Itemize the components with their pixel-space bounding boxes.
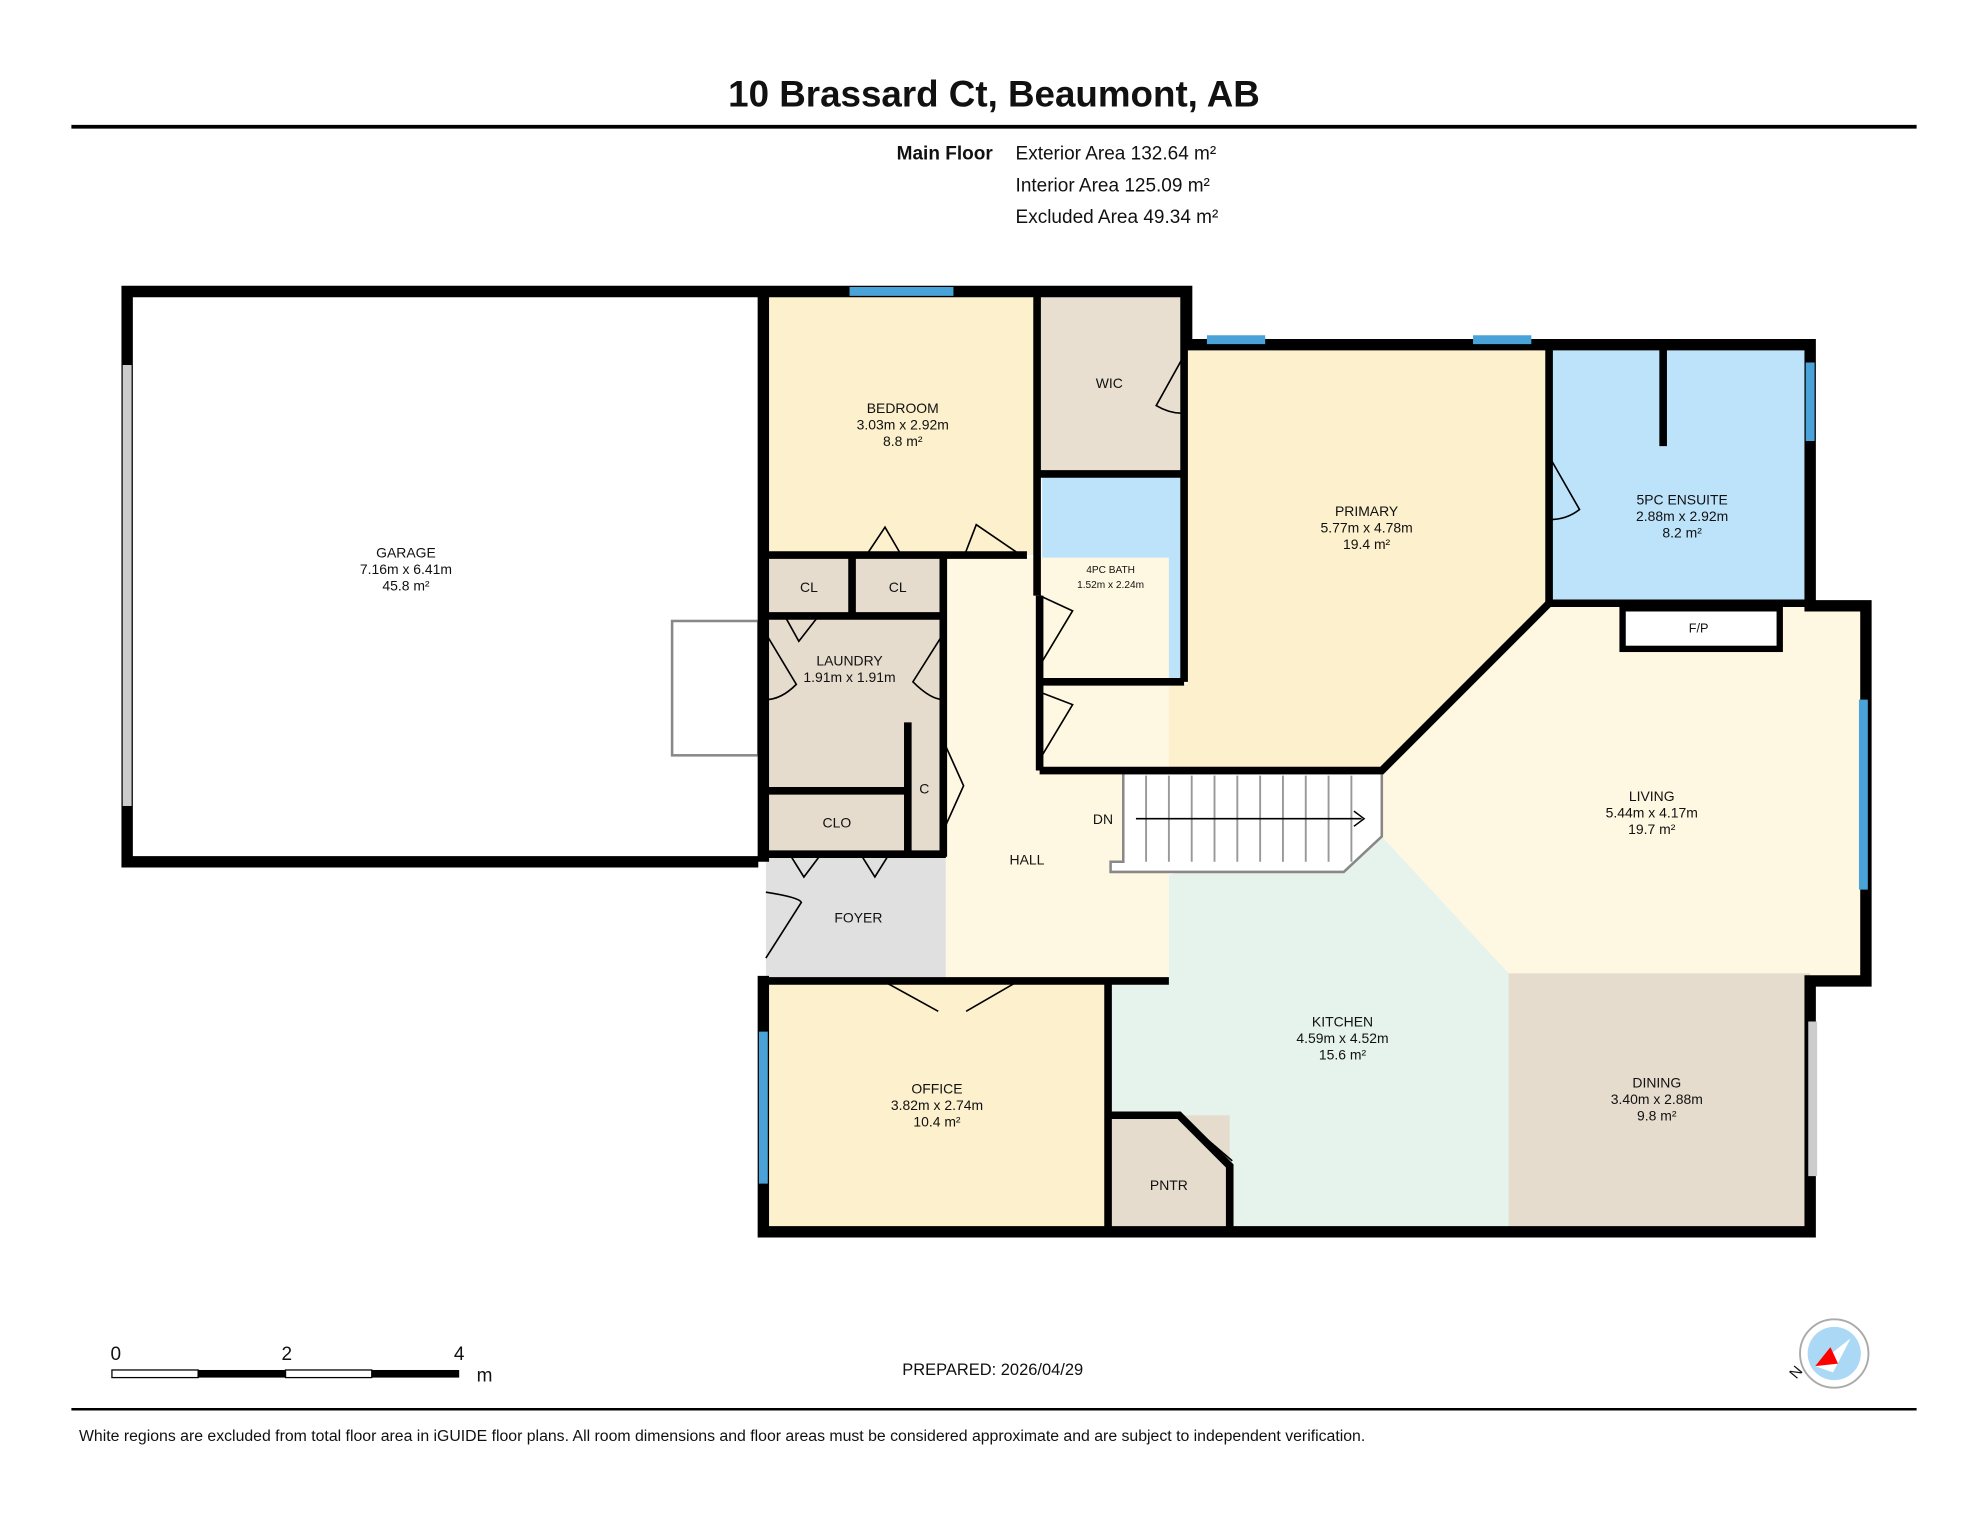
svg-text:2.88m x 2.92m: 2.88m x 2.92m bbox=[1636, 508, 1728, 524]
svg-text:BEDROOM: BEDROOM bbox=[867, 400, 939, 416]
dining-area bbox=[1508, 973, 1811, 1230]
scale-unit: m bbox=[477, 1365, 493, 1386]
svg-text:8.2 m²: 8.2 m² bbox=[1662, 524, 1702, 540]
page-title: 10 Brassard Ct, Beaumont, AB bbox=[728, 73, 1260, 114]
svg-text:15.6 m²: 15.6 m² bbox=[1319, 1046, 1367, 1062]
svg-text:LIVING: LIVING bbox=[1629, 788, 1675, 804]
svg-text:3.82m x 2.74m: 3.82m x 2.74m bbox=[891, 1097, 983, 1113]
svg-text:5.44m x 4.17m: 5.44m x 4.17m bbox=[1606, 804, 1698, 820]
closet-1-area bbox=[765, 557, 850, 616]
footer-disclaimer: White regions are excluded from total fl… bbox=[79, 1428, 1365, 1445]
svg-text:19.7 m²: 19.7 m² bbox=[1628, 821, 1676, 837]
svg-text:45.8 m²: 45.8 m² bbox=[382, 578, 430, 594]
floor-label: Main Floor bbox=[897, 144, 994, 165]
room-fireplace: F/P bbox=[1689, 621, 1709, 635]
closet-2-area bbox=[854, 557, 941, 616]
interior-area: Interior Area 125.09 m² bbox=[1016, 175, 1210, 196]
svg-text:KITCHEN: KITCHEN bbox=[1312, 1014, 1373, 1030]
svg-text:5PC ENSUITE: 5PC ENSUITE bbox=[1636, 491, 1727, 507]
svg-text:PRIMARY: PRIMARY bbox=[1335, 503, 1398, 519]
clo-area bbox=[765, 793, 906, 852]
svg-text:DINING: DINING bbox=[1632, 1074, 1681, 1090]
svg-text:8.8 m²: 8.8 m² bbox=[883, 433, 923, 449]
primary-area bbox=[1039, 344, 1547, 768]
room-wic: WIC bbox=[1096, 375, 1123, 391]
room-4pc-bath: 4PC BATH 1.52m x 2.24m bbox=[1077, 565, 1144, 591]
bedroom-area bbox=[765, 294, 1038, 556]
stairs-down-label: DN bbox=[1093, 811, 1113, 827]
svg-text:OFFICE: OFFICE bbox=[911, 1081, 962, 1097]
room-fills bbox=[127, 292, 1866, 1230]
room-closet-2: CL bbox=[889, 579, 907, 595]
room-c: C bbox=[919, 780, 929, 796]
svg-text:1.52m x 2.24m: 1.52m x 2.24m bbox=[1077, 580, 1144, 591]
walls bbox=[121, 285, 1872, 1238]
wic-area bbox=[1039, 294, 1182, 472]
room-pantry: PNTR bbox=[1150, 1177, 1188, 1193]
svg-text:LAUNDRY: LAUNDRY bbox=[816, 652, 882, 668]
living-area bbox=[1381, 605, 1866, 979]
staircase bbox=[1109, 771, 1384, 874]
svg-text:10.4 m²: 10.4 m² bbox=[913, 1114, 961, 1130]
svg-text:5.77m x 4.78m: 5.77m x 4.78m bbox=[1321, 519, 1413, 535]
windows bbox=[122, 287, 1868, 1184]
room-closet-1: CL bbox=[800, 579, 818, 595]
door-swings bbox=[765, 359, 1581, 1162]
pantry-area bbox=[1110, 1115, 1230, 1230]
svg-text:3.40m x 2.88m: 3.40m x 2.88m bbox=[1611, 1091, 1703, 1107]
svg-text:7.16m x 6.41m: 7.16m x 6.41m bbox=[360, 561, 452, 577]
ensuite-area bbox=[1551, 342, 1811, 601]
scale-bar: 0 2 4 m bbox=[110, 1344, 492, 1387]
office-area bbox=[765, 983, 1106, 1230]
svg-text:19.4 m²: 19.4 m² bbox=[1343, 536, 1391, 552]
scale-tick-2: 2 bbox=[282, 1344, 293, 1365]
room-hall: HALL bbox=[1010, 851, 1045, 867]
foyer-area bbox=[765, 856, 946, 979]
scale-tick-0: 0 bbox=[110, 1344, 121, 1365]
svg-text:3.03m x 2.92m: 3.03m x 2.92m bbox=[857, 417, 949, 433]
svg-text:4.59m x 4.52m: 4.59m x 4.52m bbox=[1296, 1030, 1388, 1046]
room-clo: CLO bbox=[823, 815, 852, 831]
prepared-date: PREPARED: 2026/04/29 bbox=[902, 1361, 1083, 1379]
fireplace bbox=[1619, 605, 1783, 653]
room-foyer: FOYER bbox=[834, 910, 882, 926]
garage-area bbox=[127, 292, 759, 862]
svg-text:GARAGE: GARAGE bbox=[376, 545, 436, 561]
scale-tick-4: 4 bbox=[454, 1344, 465, 1365]
svg-text:1.91m x 1.91m: 1.91m x 1.91m bbox=[803, 669, 895, 685]
svg-text:4PC BATH: 4PC BATH bbox=[1086, 565, 1135, 576]
excluded-area: Excluded Area 49.34 m² bbox=[1016, 207, 1219, 228]
north-compass-icon: N bbox=[1786, 1318, 1870, 1389]
exterior-area: Exterior Area 132.64 m² bbox=[1016, 144, 1217, 165]
svg-text:9.8 m²: 9.8 m² bbox=[1637, 1107, 1677, 1123]
entry-landing bbox=[670, 619, 760, 757]
c-area bbox=[907, 722, 941, 852]
